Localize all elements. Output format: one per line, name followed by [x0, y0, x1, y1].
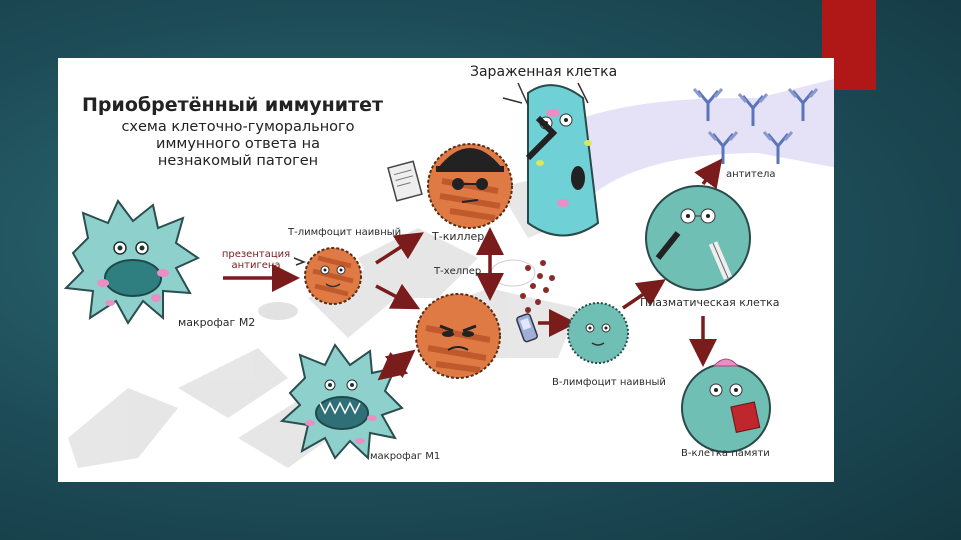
- background-arc-shape: [528, 79, 834, 208]
- grey-blob: [490, 259, 536, 287]
- t-helper-icon: [415, 293, 501, 379]
- antigen-hook-icon: [293, 257, 307, 266]
- diagram-title: Приобретённый иммунитет: [82, 94, 383, 116]
- label-naive-t-lymphocyte: Т-лимфоцит наивный: [288, 227, 402, 238]
- diagram-subtitle: схема клеточно-гуморального иммунного от…: [121, 119, 355, 169]
- cytokine-dots-icon: [520, 260, 555, 313]
- label-macrophage-m1: макрофаг M1: [370, 451, 441, 462]
- knife-icon: [525, 115, 558, 161]
- t-cell-icon: [304, 247, 362, 305]
- arrow-to-killer: [375, 232, 424, 265]
- t-killer-icon: [427, 143, 513, 229]
- arrow-plasma-antibody: [694, 158, 723, 190]
- label-b-lymphocyte: В-лимфоцит наивный: [552, 377, 666, 388]
- plasma-cell-icon: [645, 185, 751, 291]
- b-cell-icon: [567, 302, 629, 364]
- immune-response-diagram: [63, 79, 834, 468]
- antibody-icon: [692, 88, 819, 164]
- memory-cell-icon: [681, 358, 771, 453]
- label-infected-cell: Зараженная клетка: [470, 64, 618, 80]
- label-antibodies: антитела: [726, 169, 776, 180]
- label-plasma-cell: Плазматическая клетка: [640, 296, 780, 309]
- label-memory-b-cell: В-клетка памяти: [681, 448, 770, 459]
- arrow-helper-m1: [377, 349, 416, 381]
- label-macrophage-m2: макрофаг M2: [178, 316, 256, 329]
- label-t-helper: Т-хелпер: [434, 266, 482, 277]
- diagram-panel: Приобретённый иммунитет схема клеточно-г…: [58, 58, 834, 482]
- macrophage-icon: [279, 343, 404, 461]
- arrow-b-plasma: [622, 279, 666, 310]
- label-t-killer: Т-киллер: [432, 230, 485, 243]
- label-antigen-presentation: презентация антигена: [221, 249, 291, 271]
- macrophage-icon: [63, 199, 201, 325]
- document-icon: [387, 160, 423, 202]
- phone-icon: [516, 313, 538, 343]
- grey-blob: [258, 302, 298, 320]
- arrow-to-helper: [375, 283, 421, 310]
